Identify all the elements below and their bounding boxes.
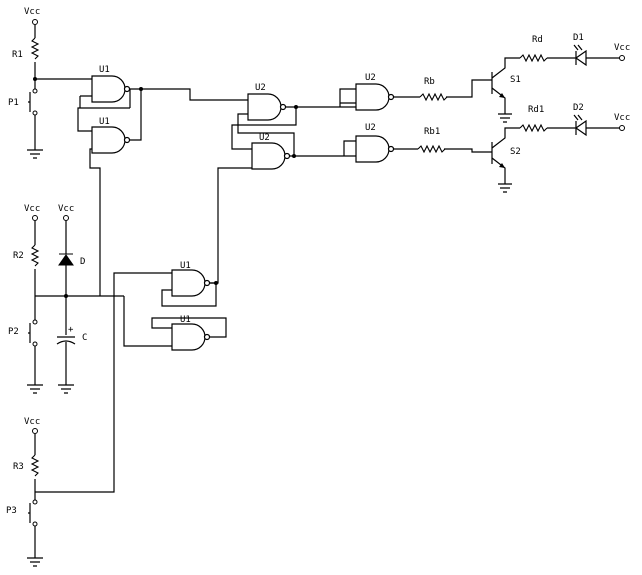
vcc-label-2: Vcc: [24, 204, 40, 214]
vcc-label-3: Vcc: [58, 204, 74, 214]
ground-p1: [27, 149, 43, 159]
nand-gate-u2b: [251, 142, 286, 170]
vcc-label-4: Vcc: [24, 417, 40, 427]
vcc-label-1: Vcc: [24, 7, 40, 17]
nand-gate-u2d: [355, 135, 390, 163]
vcc-label-d1: Vcc: [614, 43, 630, 53]
u2-label-c: U2: [365, 73, 376, 83]
nand-gate-u1d: [171, 323, 206, 351]
branch-p2: Vcc R2 P2 Vcc D + C: [8, 204, 124, 394]
resistor-r2: [30, 244, 40, 267]
nand-gate-u1a: [91, 75, 126, 103]
resistor-rb1: [417, 144, 446, 154]
led-d2: [574, 119, 587, 137]
u1-label-b: U1: [99, 117, 110, 127]
branch-p1: Vcc R1 P1: [8, 7, 90, 159]
u1-label-d: U1: [180, 315, 191, 325]
rb-label: Rb: [424, 77, 435, 87]
u1-label-a: U1: [99, 65, 110, 75]
s2-label: S2: [510, 147, 521, 157]
u2-label-a: U2: [255, 83, 266, 93]
nand-gate-u2c: [355, 83, 390, 111]
vcc-terminal-1: [32, 19, 38, 25]
p1-label: P1: [8, 98, 19, 108]
branch-p3: Vcc R3 P3: [6, 272, 172, 567]
resistor-rb: [419, 92, 448, 102]
c-plus-label: +: [68, 325, 74, 335]
nand-gate-u1c: [171, 269, 206, 297]
r1-label: R1: [12, 50, 23, 60]
rd1-label: Rd1: [528, 105, 544, 115]
nand-gate-u2a: [247, 93, 282, 121]
pushbutton-p2: [28, 323, 31, 343]
nand-gate-u1b: [91, 126, 126, 154]
s1-label: S1: [510, 75, 521, 85]
u1-label-c: U1: [180, 261, 191, 271]
d1-label: D1: [573, 33, 584, 43]
pushbutton-p1: [28, 92, 31, 112]
logic-u2: U2 U2 U2 U2: [231, 73, 395, 170]
r3-label: R3: [13, 462, 24, 472]
resistor-rd: [519, 53, 548, 63]
rd-label: Rd: [532, 35, 543, 45]
output-stage-1: Rb S1 Rd D1 Vcc: [394, 33, 630, 123]
resistor-r3: [30, 454, 40, 477]
latch-u1-bottom: U1 U1: [123, 167, 252, 351]
output-stage-2: Rb1 S2 Rd1 D2 Vcc: [394, 103, 630, 193]
rb1-label: Rb1: [424, 127, 440, 137]
latch-u1-top: U1 U1: [77, 65, 248, 296]
u2-label-d: U2: [365, 123, 376, 133]
pushbutton-p3: [28, 503, 31, 523]
u2-label-b: U2: [259, 133, 270, 143]
resistor-rd1: [519, 123, 548, 133]
d-label: D: [80, 257, 85, 267]
led-d1: [574, 49, 587, 67]
p3-label: P3: [6, 506, 17, 516]
p2-label: P2: [8, 327, 19, 337]
r2-label: R2: [13, 251, 24, 261]
c-label: C: [82, 333, 87, 343]
diode-d: [58, 253, 74, 266]
resistor-r1: [30, 37, 40, 60]
d2-label: D2: [573, 103, 584, 113]
vcc-label-d2: Vcc: [614, 113, 630, 123]
